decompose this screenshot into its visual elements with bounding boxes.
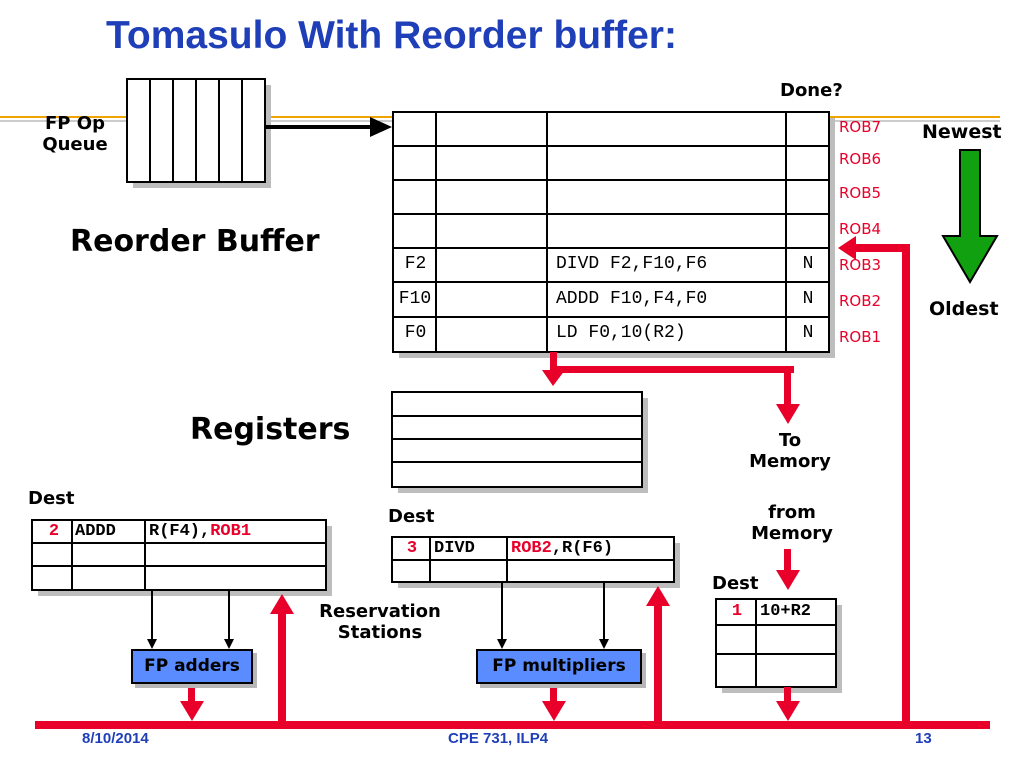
from-memory-line1: from bbox=[768, 502, 816, 523]
rob-row-dest: F2 bbox=[404, 254, 427, 274]
rob-row-instr: DIVD F2,F10,F6 bbox=[556, 254, 708, 274]
reservation-line1: Reservation bbox=[319, 601, 441, 622]
fp-op-queue-label: FP Op Queue bbox=[37, 113, 113, 155]
reservation-stations-label: Reservation Stations bbox=[300, 601, 460, 643]
reorder-buffer-table bbox=[392, 111, 835, 358]
rs-mult-src1: ROB2 bbox=[511, 539, 552, 558]
rs-mult-table bbox=[391, 536, 680, 588]
fp-multipliers-unit: FP multipliers bbox=[476, 649, 642, 684]
rob-row-instr: ADDD F10,F4,F0 bbox=[556, 289, 708, 309]
mem-buffer-addr: 10+R2 bbox=[760, 602, 812, 621]
rs-adders-operands: R(F4),ROB1 bbox=[149, 522, 251, 541]
rs-adders-src2: ROB1 bbox=[210, 522, 252, 541]
newest-label: Newest bbox=[922, 121, 1002, 143]
registers-table bbox=[391, 391, 648, 493]
rob-id-3: ROB3 bbox=[839, 256, 882, 274]
mem-buffer-dest: 1 bbox=[731, 602, 743, 621]
reorder-buffer-label: Reorder Buffer bbox=[70, 224, 320, 259]
rob-id-4: ROB4 bbox=[839, 220, 882, 238]
rob-id-7: ROB7 bbox=[839, 118, 882, 136]
page-title: Tomasulo With Reorder buffer: bbox=[106, 14, 677, 57]
fp-op-queue-box bbox=[126, 78, 271, 188]
footer-page-number: 13 bbox=[915, 730, 932, 747]
rob-id-6: ROB6 bbox=[839, 150, 882, 168]
rob-row-done: N bbox=[802, 254, 814, 274]
to-memory-line2: Memory bbox=[749, 451, 831, 472]
from-memory-label: from Memory bbox=[742, 502, 842, 544]
oldest-label: Oldest bbox=[929, 298, 999, 320]
dest-label-mult: Dest bbox=[388, 506, 435, 527]
rob-id-2: ROB2 bbox=[839, 292, 882, 310]
rs-to-unit-arrows bbox=[151, 582, 605, 641]
dest-label-mem: Dest bbox=[712, 573, 759, 594]
reservation-line2: Stations bbox=[337, 622, 423, 643]
rs-mult-operands: ROB2,R(F6) bbox=[511, 539, 613, 558]
rs-mult-op: DIVD bbox=[434, 539, 475, 558]
rs-mult-dest: 3 bbox=[406, 539, 418, 558]
fp-adders-unit: FP adders bbox=[131, 649, 253, 684]
newest-to-oldest-arrow bbox=[941, 149, 999, 284]
rob-row-dest: F0 bbox=[404, 323, 427, 343]
dest-label-adders: Dest bbox=[28, 488, 75, 509]
queue-to-rob-arrowhead bbox=[370, 117, 392, 137]
registers-label: Registers bbox=[190, 412, 351, 447]
rs-adders-table bbox=[31, 519, 332, 596]
rs-adders-op: ADDD bbox=[75, 522, 116, 541]
common-data-bus bbox=[35, 236, 990, 729]
mem-buffer-table bbox=[715, 598, 842, 693]
rs-mult-src2: ,R(F6) bbox=[551, 539, 614, 558]
to-memory-line1: To bbox=[778, 430, 802, 451]
rob-row-done: N bbox=[802, 323, 814, 343]
rs-adders-src1: R(F4), bbox=[149, 522, 211, 541]
done-label: Done? bbox=[780, 80, 843, 101]
rob-id-5: ROB5 bbox=[839, 184, 882, 202]
from-memory-line2: Memory bbox=[751, 523, 833, 544]
to-memory-label: To Memory bbox=[740, 430, 840, 472]
rob-id-1: ROB1 bbox=[839, 328, 882, 346]
footer-date: 8/10/2014 bbox=[82, 730, 149, 747]
rob-row-dest: F10 bbox=[398, 289, 432, 309]
rob-row-instr: LD F0,10(R2) bbox=[556, 323, 686, 343]
fp-op-queue-label-line2: Queue bbox=[42, 134, 108, 155]
rob-row-done: N bbox=[802, 289, 814, 309]
footer-course: CPE 731, ILP4 bbox=[448, 730, 549, 747]
fp-op-queue-label-line1: FP Op bbox=[45, 113, 105, 134]
rs-adders-dest: 2 bbox=[48, 522, 60, 541]
